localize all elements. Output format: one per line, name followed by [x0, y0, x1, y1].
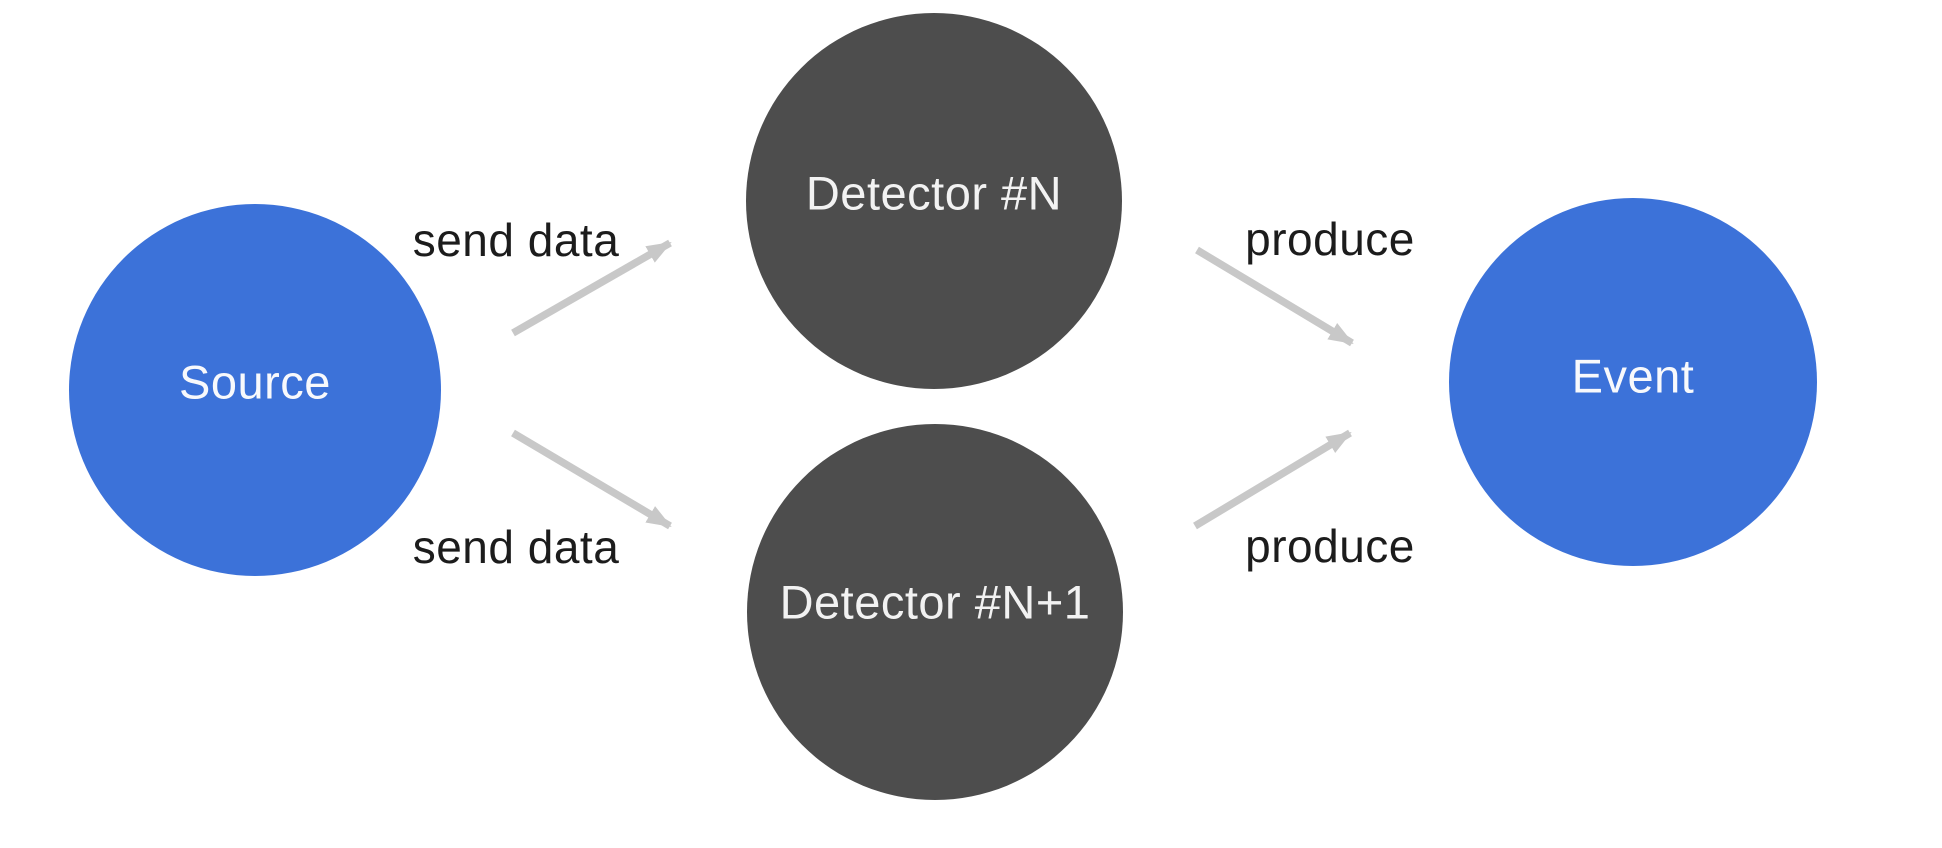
edges-group — [511, 239, 1354, 530]
edge-labels-group: send data send data produce produce — [413, 213, 1415, 573]
edge-label-send-data-top: send data — [413, 214, 620, 266]
node-detector-n-plus-1: Detector #N+1 — [747, 424, 1123, 800]
edge-label-send-data-bottom: send data — [413, 521, 620, 573]
arrow-source-to-detector-n-plus-1 — [511, 429, 672, 530]
node-detector-n-circle — [746, 13, 1122, 389]
node-detector-n: Detector #N — [746, 13, 1122, 389]
node-detector-n-plus-1-circle — [747, 424, 1123, 800]
arrow-detector-n-plus-1-to-event — [1193, 429, 1352, 530]
node-source-circle — [69, 204, 441, 576]
edge-label-produce-top: produce — [1245, 213, 1415, 265]
arrow-source-to-detector-n — [511, 239, 672, 337]
node-event-circle — [1449, 198, 1817, 566]
node-event: Event — [1449, 198, 1817, 566]
node-source-label: Source — [179, 355, 331, 408]
node-source: Source — [69, 204, 441, 576]
edge-label-produce-bottom: produce — [1245, 520, 1415, 572]
node-detector-n-plus-1-label: Detector #N+1 — [780, 575, 1091, 628]
arrow-detector-n-to-event — [1195, 246, 1354, 347]
node-detector-n-label: Detector #N — [806, 166, 1062, 219]
node-event-label: Event — [1572, 349, 1695, 402]
